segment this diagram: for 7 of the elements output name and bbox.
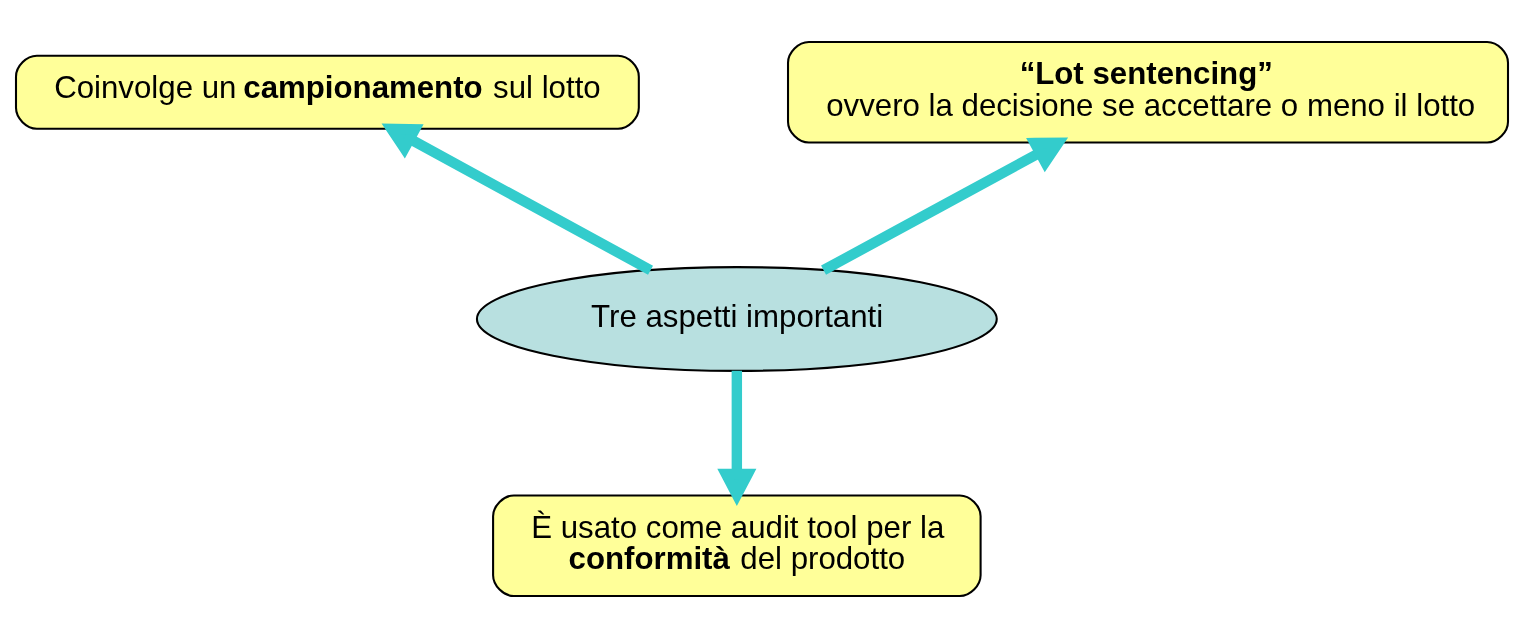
- node-ellipse: Tre aspetti importanti: [475, 265, 998, 372]
- arrow: [821, 136, 1069, 275]
- node-box: È usato come audit tool per la conformità del prodotto: [492, 493, 982, 597]
- arrow: [381, 123, 653, 275]
- node-box: “Lot sentencing” ovvero la decisione se accettare o meno il lotto: [787, 40, 1510, 144]
- arrow: [717, 370, 757, 506]
- node-box: Coinvolge un campionamento sul lotto: [14, 54, 640, 130]
